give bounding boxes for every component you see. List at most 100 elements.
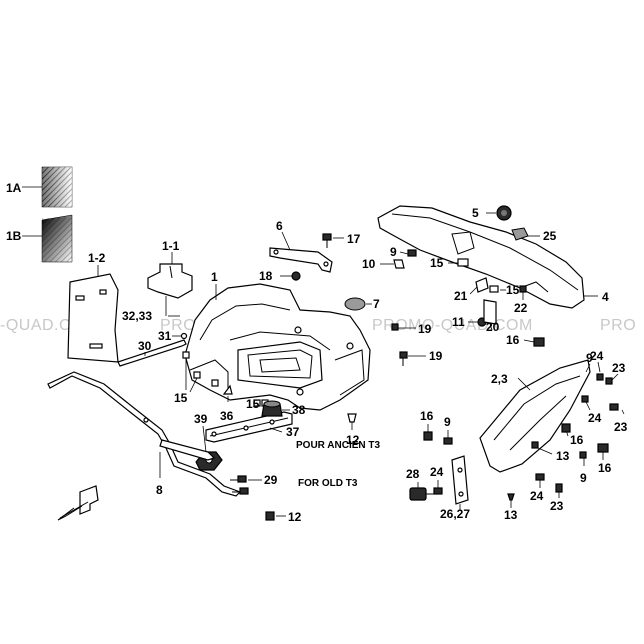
label-15: 15 xyxy=(430,256,444,270)
cap-7-part xyxy=(344,297,372,311)
clip-part xyxy=(180,332,188,340)
clip-13-part xyxy=(507,493,515,501)
label-15: 15 xyxy=(174,391,188,405)
label-2-3: 2,3 xyxy=(491,372,508,386)
nut-10-part xyxy=(393,259,405,269)
decal-1b-part xyxy=(22,214,73,263)
note-old-t3-en: FOR OLD T3 xyxy=(298,478,358,489)
label-21: 21 xyxy=(454,289,468,303)
label-17: 17 xyxy=(347,232,361,246)
label-30: 30 xyxy=(138,339,152,353)
label-23: 23 xyxy=(612,361,626,375)
label-18: 18 xyxy=(259,269,273,283)
label-13: 13 xyxy=(504,508,518,522)
nut-16-part xyxy=(597,443,609,453)
label-9: 9 xyxy=(580,471,587,485)
label-38: 38 xyxy=(292,403,306,417)
label-39: 39 xyxy=(194,412,208,426)
bushing-28-part xyxy=(409,482,440,501)
label-29: 29 xyxy=(264,473,278,487)
bolt-23-part xyxy=(555,483,563,493)
side-fender-2-3-part xyxy=(479,359,591,473)
bolt-19-part xyxy=(391,323,416,331)
label-24: 24 xyxy=(430,465,444,479)
nut-24-part xyxy=(581,395,589,403)
crossbar-37-part xyxy=(205,411,293,443)
label-1-2: 1-2 xyxy=(88,251,106,265)
decal-1a-part xyxy=(22,166,73,208)
bolt-19-part xyxy=(399,351,426,366)
screw-9-part xyxy=(579,451,587,459)
plate-26-27-part xyxy=(451,455,469,510)
direction-arrow-icon xyxy=(57,485,99,521)
nut-12-part xyxy=(265,511,286,521)
nut-16-part xyxy=(533,337,545,347)
bolt-29-part xyxy=(230,475,262,495)
label-24: 24 xyxy=(530,489,544,503)
label-23: 23 xyxy=(550,499,564,513)
watermark-text: PRO xyxy=(600,317,636,334)
bolt-17-part xyxy=(322,233,344,248)
label-1a: 1A xyxy=(6,181,22,195)
label-16: 16 xyxy=(598,461,612,475)
clip-12-part xyxy=(347,413,357,430)
label-22: 22 xyxy=(514,301,528,315)
clip-15-part xyxy=(489,285,499,293)
label-12: 12 xyxy=(346,433,360,447)
label-11: 11 xyxy=(452,315,465,329)
label-20: 20 xyxy=(486,320,500,334)
screw-9-part xyxy=(443,437,453,445)
nut-18-part xyxy=(280,271,301,281)
label-13: 13 xyxy=(556,449,570,463)
side-panel-part xyxy=(67,265,119,363)
label-24: 24 xyxy=(588,411,602,425)
nut-24-part xyxy=(433,487,443,495)
label-25: 25 xyxy=(543,229,557,243)
label-5: 5 xyxy=(472,206,479,220)
label-37: 37 xyxy=(286,425,300,439)
nut-16-part xyxy=(423,431,433,441)
bracket-20-part xyxy=(483,299,497,331)
label-1b: 1B xyxy=(6,229,22,243)
clip-15-part xyxy=(457,258,469,267)
nut-24-part xyxy=(596,373,604,381)
bolt-23-part xyxy=(605,377,613,385)
label-19: 19 xyxy=(418,322,432,336)
note-old-t3-fr: POUR ANCIEN T3 xyxy=(296,440,381,451)
bracket-6-part xyxy=(269,231,333,273)
label-6: 6 xyxy=(276,219,283,233)
label-7: 7 xyxy=(373,297,380,311)
label-9: 9 xyxy=(586,351,593,365)
nut-24-part xyxy=(535,473,545,481)
label-23: 23 xyxy=(614,420,628,434)
clip-15-part xyxy=(182,351,219,393)
label-12: 12 xyxy=(288,510,302,524)
label-16: 16 xyxy=(420,409,434,423)
bumper-38-part xyxy=(261,400,290,417)
label-10: 10 xyxy=(362,257,376,271)
rear-fender-part xyxy=(184,283,371,411)
rod-part xyxy=(117,339,187,367)
label-8: 8 xyxy=(156,483,163,497)
label-31: 31 xyxy=(158,329,172,343)
nut-16-part xyxy=(561,423,571,433)
label-9: 9 xyxy=(444,415,451,429)
label-16: 16 xyxy=(570,433,584,447)
clip-21-part xyxy=(475,277,489,293)
label-15: 15 xyxy=(246,397,260,411)
label-28: 28 xyxy=(406,467,420,481)
bolt-23-part xyxy=(609,403,619,411)
top-cover-4-part xyxy=(377,205,598,309)
label-9: 9 xyxy=(390,245,397,259)
label-16: 16 xyxy=(506,333,520,347)
label-36: 36 xyxy=(220,409,234,423)
label-32-33: 32,33 xyxy=(122,309,152,323)
label-1-1: 1-1 xyxy=(162,239,180,253)
screw-22-part xyxy=(519,285,527,293)
label-19: 19 xyxy=(429,349,443,363)
clip-36-part xyxy=(222,384,233,395)
label-24: 24 xyxy=(590,349,604,363)
label-26-27: 26,27 xyxy=(440,507,470,521)
cap-5-part xyxy=(486,205,512,221)
